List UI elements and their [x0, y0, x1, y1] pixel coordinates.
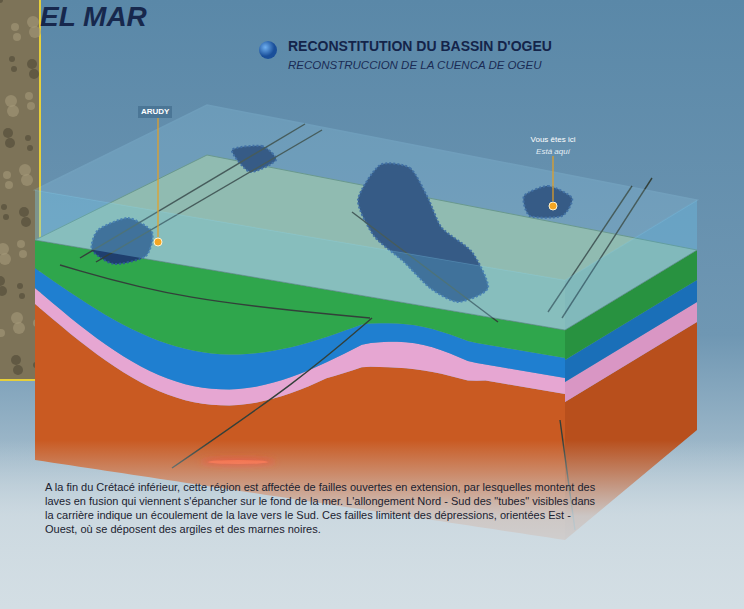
photo-speck [3, 171, 11, 179]
photo-speck [27, 102, 35, 110]
photo-speck [25, 92, 33, 100]
water-front [35, 190, 565, 330]
photo-speck [19, 207, 29, 217]
photo-speck [0, 0, 3, 3]
photo-speck [17, 283, 23, 289]
text-holder: ARUDY [138, 100, 172, 118]
photo-speck [0, 286, 7, 296]
photo-speck [1, 204, 7, 210]
photo-speck [11, 355, 21, 365]
photo-speck [19, 293, 25, 299]
subtitle: RECONSTRUCCION DE LA CUENCA DE OGEU [288, 58, 541, 72]
photo-speck [21, 217, 31, 227]
location-dot [549, 202, 557, 210]
leader-line [552, 156, 553, 201]
text-holder: Vous êtes ici [531, 128, 576, 146]
photo-speck [3, 128, 13, 138]
sea-water [35, 105, 697, 330]
place-name: ARUDY [138, 106, 172, 118]
location-markers [154, 114, 557, 246]
text-holder: EL MAR [40, 0, 147, 34]
photo-speck [29, 26, 41, 38]
photo-speck [13, 365, 23, 375]
photo-speck [7, 105, 19, 117]
bottom-fade [0, 440, 744, 609]
photo-speck [19, 164, 31, 176]
place-name: Está aquí [536, 147, 570, 157]
water-side [565, 200, 697, 330]
title-bullet [259, 41, 277, 59]
photo-speck [13, 322, 25, 334]
photo-speck [0, 243, 9, 255]
text-holder: RECONSTRUCCION DE LA CUENCA DE OGEU [288, 55, 541, 73]
text-holder: A la fin du Crétacé inférieur, cette rég… [45, 480, 605, 537]
photo-speck [11, 23, 19, 31]
photo-speck [25, 135, 31, 141]
text-holder: RECONSTITUTION DU BASSIN D'OGEU [288, 37, 552, 55]
place-name: Vous êtes ici [531, 135, 576, 145]
photo-speck [21, 174, 33, 186]
leader-line [157, 114, 158, 237]
photo-speck [3, 214, 9, 220]
caption: A la fin du Crétacé inférieur, cette rég… [45, 480, 605, 536]
photo-speck [17, 240, 25, 248]
photo-texture [0, 0, 41, 375]
text-holder: Está aquí [536, 140, 570, 158]
photo-speck [0, 276, 5, 286]
location-dot [154, 238, 162, 246]
photo-speck [11, 312, 23, 324]
title: RECONSTITUTION DU BASSIN D'OGEU [288, 38, 552, 55]
heading-fragment: EL MAR [40, 0, 147, 34]
photo-speck [9, 56, 15, 62]
photo-speck [5, 138, 15, 148]
photo-speck [27, 145, 33, 151]
photo-speck [27, 16, 39, 28]
photo-speck [13, 33, 21, 41]
photo-speck [19, 250, 27, 258]
photo-speck [29, 69, 39, 79]
photo-speck [27, 59, 37, 69]
photo-speck [5, 181, 13, 189]
photo-speck [0, 329, 5, 337]
photo-speck [5, 95, 17, 107]
photo-speck [11, 66, 17, 72]
